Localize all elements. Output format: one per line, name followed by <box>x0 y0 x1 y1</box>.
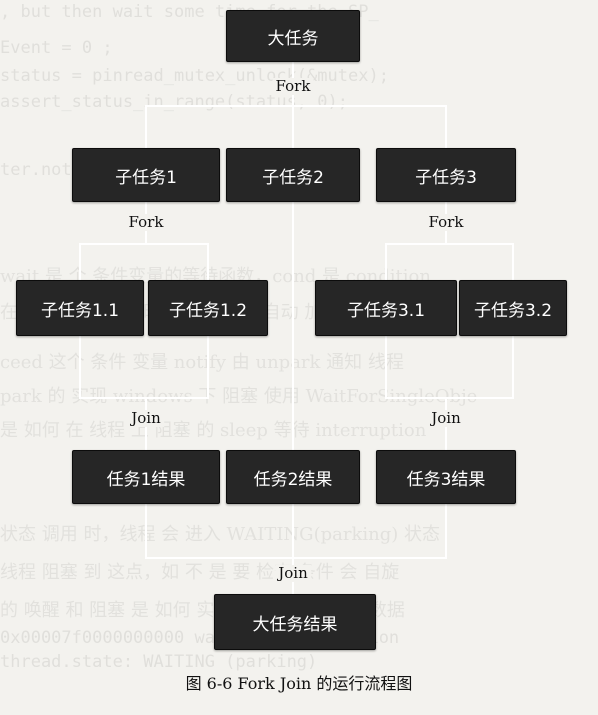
node-subtask-1-2-label: 子任务1.2 <box>168 300 248 321</box>
node-big-task: 大任务 <box>226 10 360 62</box>
figure-caption: 图 6-6 Fork Join 的运行流程图 <box>185 674 413 693</box>
node-subtask-1-2: 子任务1.2 <box>148 280 268 336</box>
edge-label-fork-subtask-3: Fork <box>425 214 467 231</box>
node-result-3: 任务3结果 <box>376 450 516 504</box>
node-subtask-3-label: 子任务3 <box>415 167 477 188</box>
node-subtask-2: 子任务2 <box>226 148 360 202</box>
node-subtask-3: 子任务3 <box>376 148 516 202</box>
node-result-1-label: 任务1结果 <box>106 469 186 490</box>
node-subtask-3-2: 子任务3.2 <box>459 280 567 336</box>
node-subtask-2-label: 子任务2 <box>262 167 324 188</box>
edge-label-fork-subtask-1: Fork <box>125 214 167 231</box>
node-subtask-1-label: 子任务1 <box>115 167 177 188</box>
node-big-task-label: 大任务 <box>267 28 319 49</box>
node-subtask-1-1-label: 子任务1.1 <box>40 300 120 321</box>
node-result-1: 任务1结果 <box>72 450 220 504</box>
node-result-2: 任务2结果 <box>226 450 360 504</box>
node-subtask-3-1-label: 子任务3.1 <box>346 300 426 321</box>
node-subtask-1: 子任务1 <box>72 148 220 202</box>
node-subtask-3-2-label: 子任务3.2 <box>473 300 553 321</box>
edge-label-fork-root: Fork <box>272 78 314 95</box>
edge-label-join-subtask-1: Join <box>128 410 164 427</box>
edge-label-join-subtask-3: Join <box>428 410 464 427</box>
node-subtask-1-1: 子任务1.1 <box>16 280 144 336</box>
node-result-2-label: 任务2结果 <box>253 469 333 490</box>
node-final-result-label: 大任务结果 <box>252 614 338 635</box>
node-result-3-label: 任务3结果 <box>406 469 486 490</box>
node-subtask-3-1: 子任务3.1 <box>315 280 457 336</box>
node-final-result: 大任务结果 <box>214 594 376 650</box>
edge-label-join-final: Join <box>275 565 311 582</box>
